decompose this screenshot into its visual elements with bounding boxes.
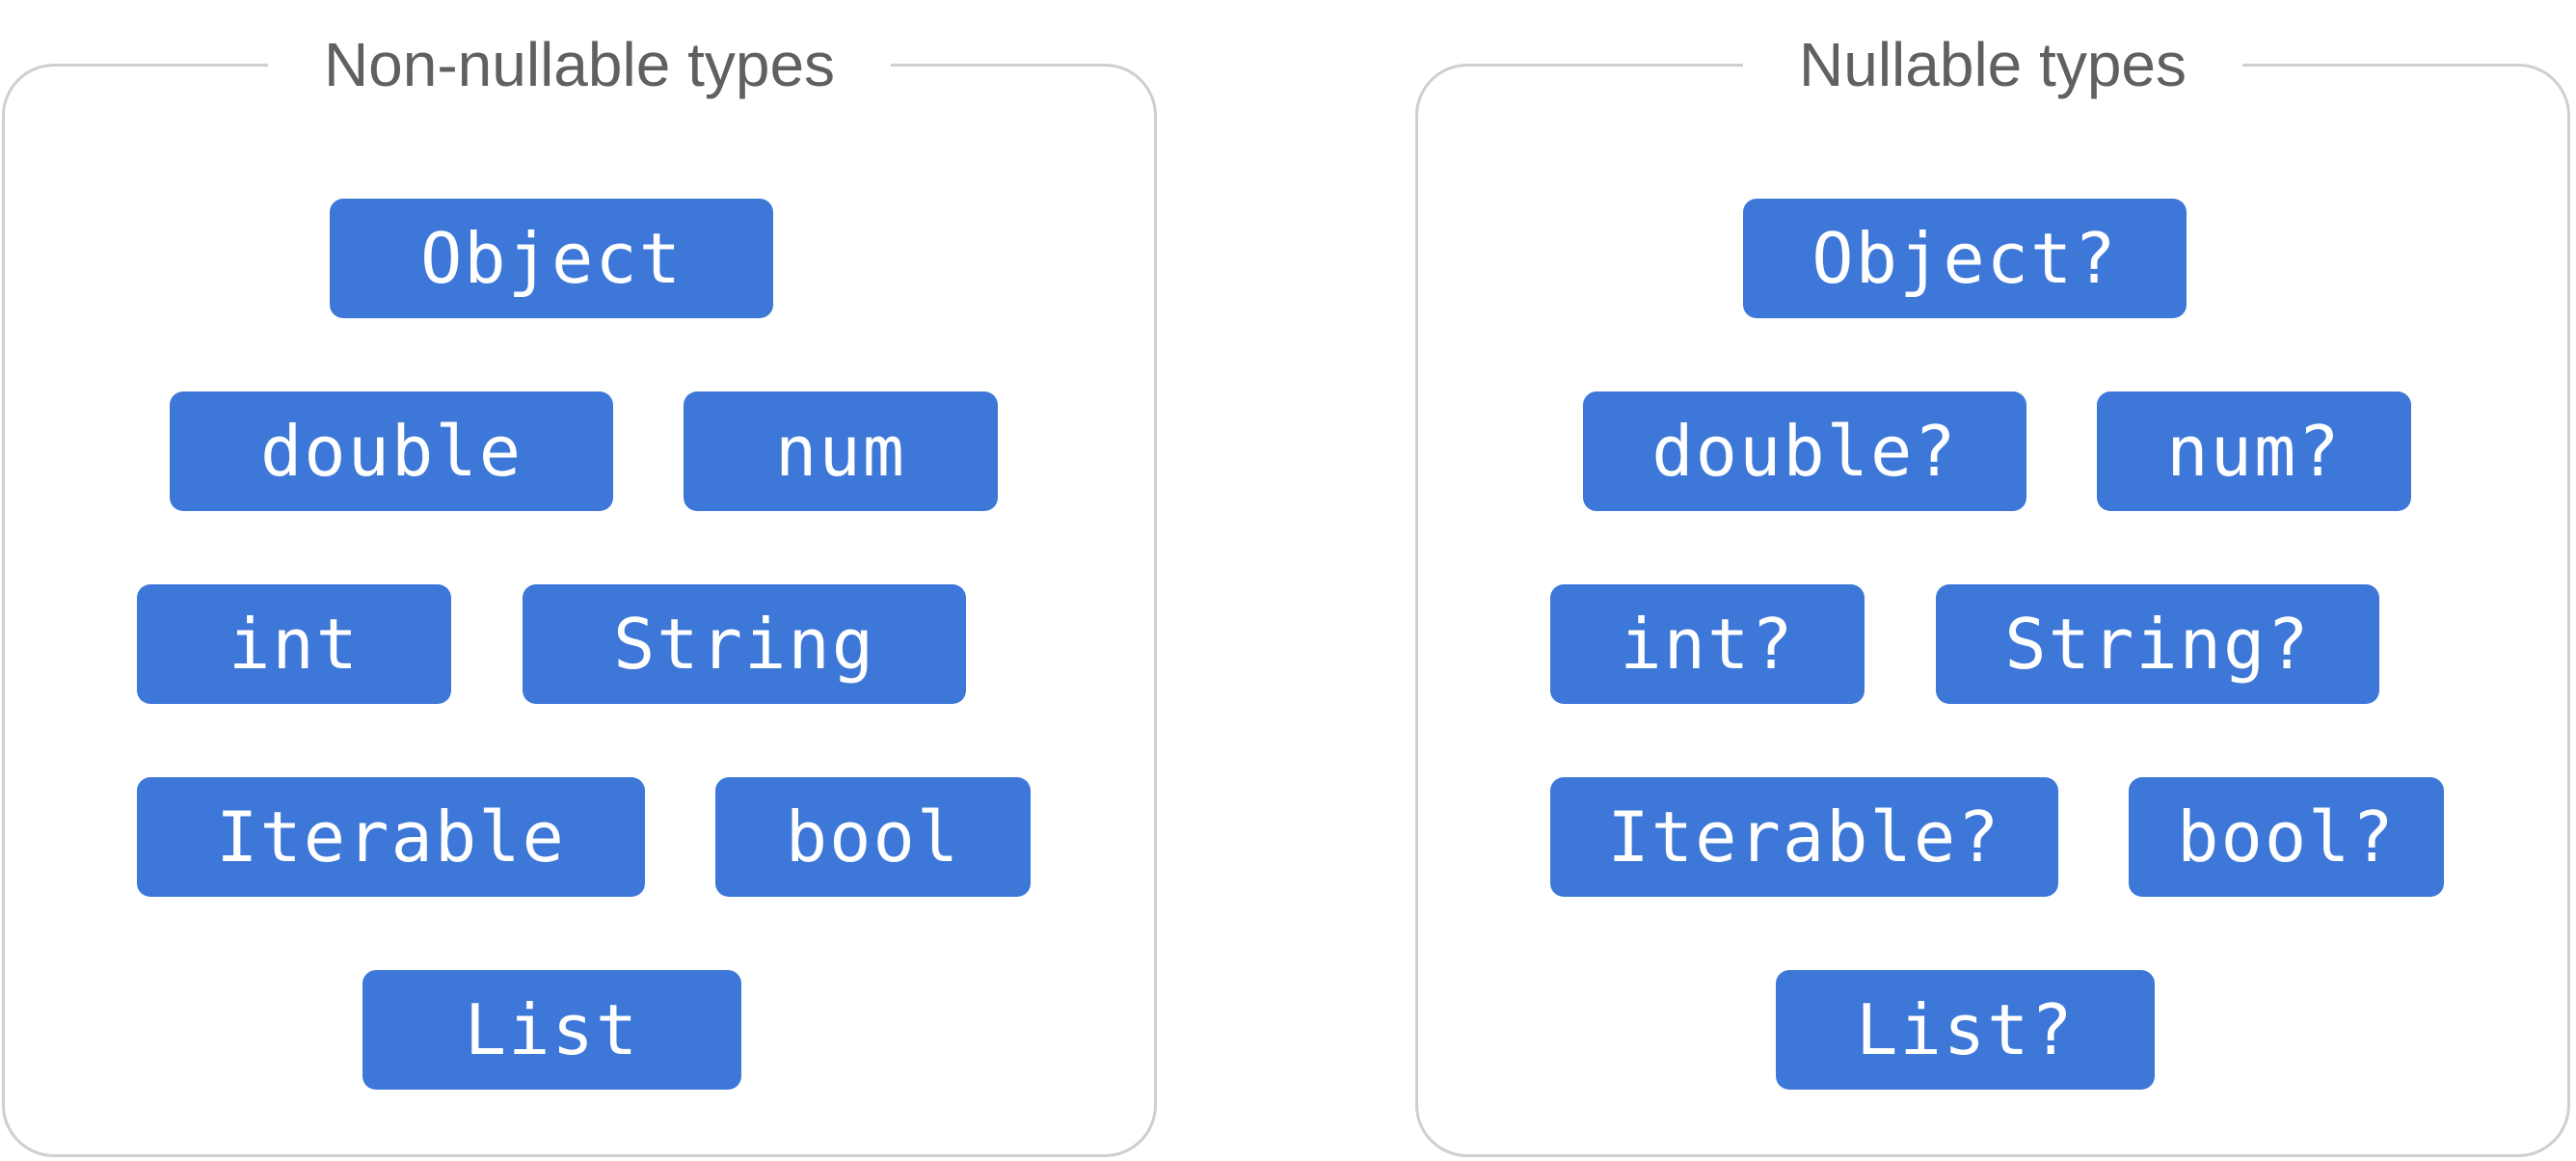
type-num: num (684, 392, 998, 511)
type-bool: bool (715, 777, 1031, 897)
panel-title: Non-nullable types (267, 3, 892, 128)
type-list: List (362, 970, 741, 1090)
type-bool-nullable: bool? (2129, 777, 2444, 897)
nullable-types-panel: Nullable types Object? double? num? int?… (1415, 3, 2570, 1157)
type-string-nullable: String? (1936, 584, 2379, 704)
type-iterable: Iterable (137, 777, 645, 897)
type-int-nullable: int? (1550, 584, 1865, 704)
type-object-nullable: Object? (1743, 199, 2187, 318)
type-iterable-nullable: Iterable? (1550, 777, 2058, 897)
type-object: Object (330, 199, 773, 318)
type-double: double (170, 392, 613, 511)
non-nullable-types-panel: Non-nullable types Object double num int… (2, 3, 1157, 1157)
panel-title: Nullable types (1743, 3, 2242, 128)
type-int: int (137, 584, 451, 704)
type-list-nullable: List? (1776, 970, 2155, 1090)
type-string: String (523, 584, 966, 704)
type-num-nullable: num? (2097, 392, 2411, 511)
type-double-nullable: double? (1583, 392, 2026, 511)
